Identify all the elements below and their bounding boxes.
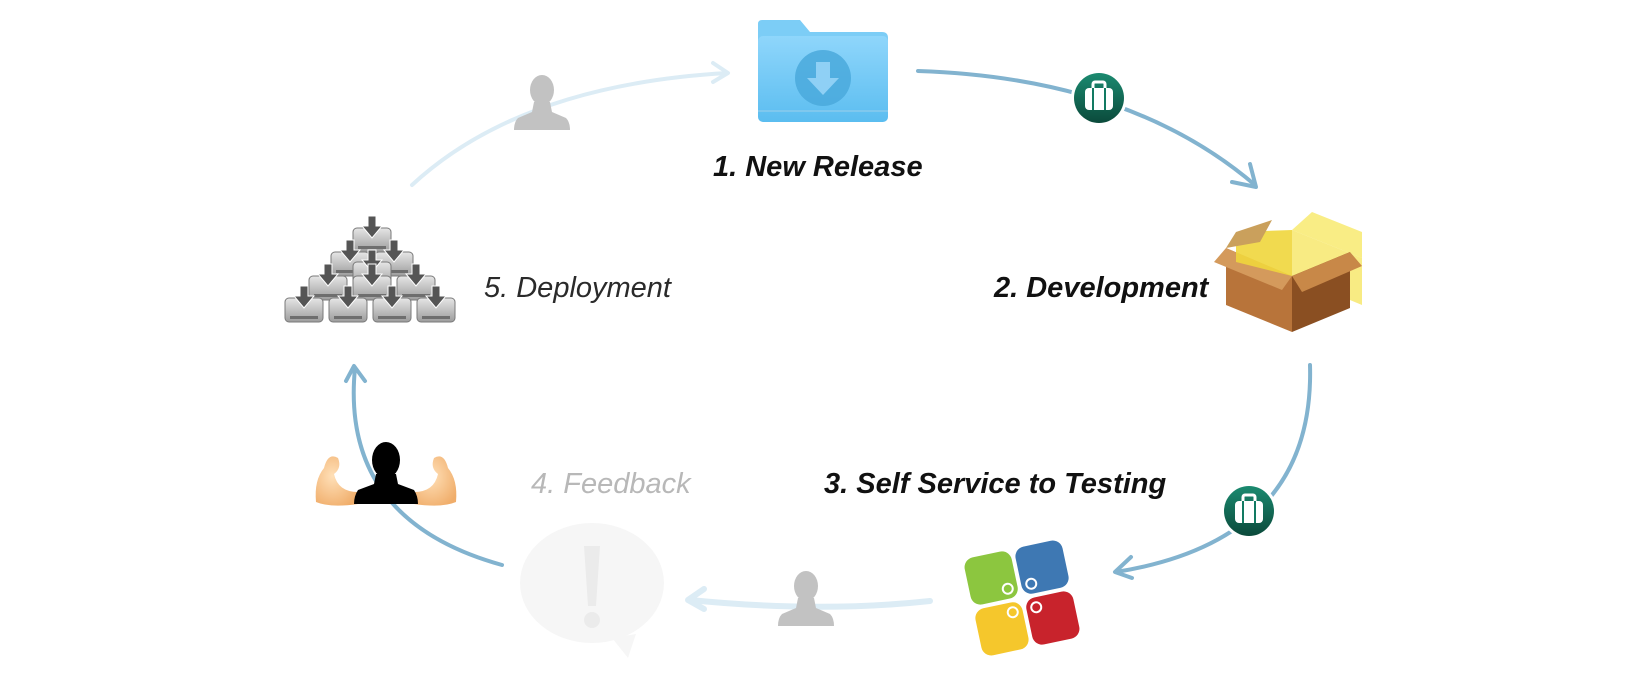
- step-4-label: 4. Feedback: [531, 468, 692, 500]
- package-box-icon: [1214, 212, 1362, 332]
- download-disk-icon: [352, 215, 392, 253]
- step-3-label: 3. Self Service to Testing: [824, 468, 1166, 500]
- person-icon: [514, 75, 570, 130]
- briefcase-icon: [1221, 483, 1277, 539]
- download-disk-icon: [396, 263, 436, 301]
- briefcase-icon: [1071, 70, 1127, 126]
- arrow-feedback-to-deployment: [344, 364, 504, 567]
- download-disk-icon: [328, 285, 368, 323]
- download-disk-icon: [284, 285, 324, 323]
- person-icon: [778, 571, 834, 626]
- step-5-label: 5. Deployment: [484, 272, 673, 304]
- download-disk-icon: [352, 263, 392, 301]
- download-disk-icon: [372, 285, 412, 323]
- step-2-label: 2. Development: [993, 272, 1210, 304]
- self-service-app-icon: [964, 540, 1080, 656]
- download-folder-icon: [758, 20, 888, 122]
- disk-pyramid-icon: [284, 215, 456, 323]
- download-disk-icon: [308, 263, 348, 301]
- alert-speech-bubble-icon: [520, 523, 664, 658]
- download-disk-icon: [416, 285, 456, 323]
- arrow-deployment-to-new-release: [410, 61, 730, 187]
- flexing-person-icon: [315, 442, 457, 506]
- step-1-label: 1. New Release: [713, 151, 923, 183]
